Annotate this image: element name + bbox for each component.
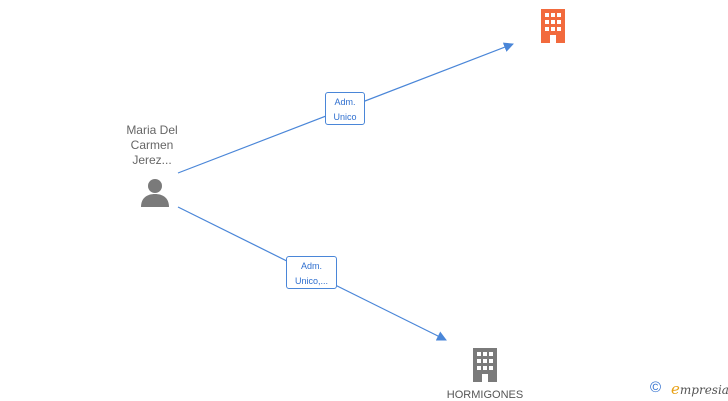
edge-label-line: Unico [333, 112, 357, 122]
edge-label-line: Unico,... [294, 276, 328, 286]
building-icon[interactable] [538, 9, 568, 43]
building-icon[interactable] [470, 348, 500, 382]
brand-name: empresia [671, 380, 728, 398]
person-name[interactable]: Maria Del Carmen Jerez... [112, 123, 192, 168]
edge-label-line: Adm. [334, 97, 356, 107]
edge-label-line: Adm. [300, 261, 322, 271]
person-icon[interactable] [139, 178, 171, 208]
edge-label-adm-unico[interactable]: Adm. Unico [325, 92, 365, 125]
brand-first-letter: e [671, 380, 680, 398]
copyright-icon: © [650, 379, 662, 396]
person-name-line: Jerez... [132, 153, 172, 167]
person-name-line: Maria Del [126, 123, 178, 137]
edge-label-adm-unico-etc[interactable]: Adm. Unico,... [286, 256, 337, 289]
person-name-line: Carmen [130, 138, 174, 152]
company-name-hormigones[interactable]: HORMIGONES [446, 389, 524, 401]
brand-rest: mpresia [679, 383, 728, 397]
